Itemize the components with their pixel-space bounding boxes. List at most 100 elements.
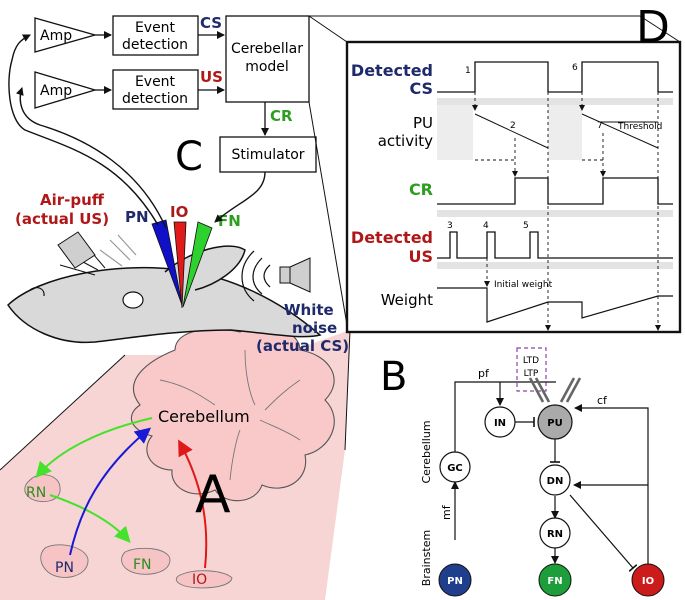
- panel-label-d: D: [636, 2, 670, 53]
- speaker-cone: [289, 257, 311, 293]
- marker-2: 2: [510, 121, 516, 131]
- node-io-label: IO: [642, 576, 654, 587]
- air-puff-lines: [99, 234, 137, 267]
- marker-3: 3: [447, 221, 453, 231]
- node-io: [631, 563, 665, 597]
- initial-weight-label: Initial weight: [494, 280, 553, 290]
- node-in: [484, 406, 516, 438]
- wire-stimulator-to-fn: [214, 171, 266, 223]
- pu-shade-2: [548, 105, 582, 160]
- row-cr-label: CR: [409, 180, 433, 199]
- cerebellar-model-box: [225, 15, 310, 103]
- row-detected-us-line1: Detected: [351, 228, 433, 247]
- wire-pn-to-amp-cs: [8, 34, 159, 226]
- marker-1: 1: [465, 66, 471, 76]
- event-detection-us-line2: detection: [122, 91, 188, 107]
- rat-face: [7, 266, 322, 344]
- network-connections: [451, 381, 649, 572]
- node-pn: [438, 563, 472, 597]
- side-label-cerebellum: Cerebellum: [420, 420, 433, 483]
- air-puff-label-line1: Air-puff: [40, 191, 105, 209]
- separator-band-3: [437, 262, 673, 269]
- separator-band-1: [437, 98, 673, 105]
- fn-electrode-label: FN: [218, 212, 241, 230]
- event-detection-cs-line2: detection: [122, 37, 188, 53]
- fn-region: [121, 547, 171, 575]
- fn-label: FN: [133, 557, 152, 573]
- trace-weight: [437, 287, 673, 323]
- row-pu-activity-line2: activity: [378, 132, 433, 150]
- row-detected-cs-line1: Detected: [351, 61, 433, 80]
- panel-c-circuit: Amp Amp Event detection Event detection …: [8, 14, 317, 229]
- cerebellar-model-line2: model: [245, 59, 289, 75]
- io-label: IO: [192, 572, 207, 588]
- row-weight-label: Weight: [381, 291, 433, 309]
- zoom-line-top: [308, 15, 348, 43]
- amp-cs-triangle: [34, 17, 98, 53]
- sound-waves: [241, 250, 271, 302]
- marker-7: 7: [597, 121, 603, 131]
- pn-label: PN: [55, 560, 74, 576]
- amp-us-label: Amp: [40, 83, 72, 99]
- node-rn: [539, 517, 571, 549]
- fiber-cf-label: cf: [597, 394, 608, 407]
- brain-cut-edge-right: [344, 329, 351, 451]
- amp-cs-label: Amp: [40, 28, 72, 44]
- node-dn: [539, 464, 571, 496]
- pn-electrode-label: PN: [125, 208, 149, 226]
- white-noise-label-line1: White: [284, 301, 334, 319]
- arrow-pn-to-cerebellum: [69, 427, 152, 556]
- zoom-line-corner: [639, 15, 681, 43]
- fiber-pf-label: pf: [478, 367, 490, 380]
- panel-label-a: A: [195, 465, 231, 525]
- cs-signal-label: CS: [200, 14, 222, 32]
- white-noise-label-line3: (actual CS): [256, 337, 349, 355]
- rat-eye: [122, 291, 144, 309]
- arrow-io-to-cerebellum: [178, 439, 208, 569]
- brain-cut-edge-left: [0, 354, 126, 471]
- air-puff-nozzle: [57, 231, 96, 269]
- marker-6: 6: [572, 63, 578, 73]
- trace-pu-ramp-2: [581, 113, 659, 149]
- node-dn-label: DN: [547, 476, 564, 487]
- trace-detected-us: [437, 231, 673, 259]
- panel-d-timing: D 1 2 3 4 5 6 7 Threshol: [308, 2, 682, 334]
- white-noise-label-line2: noise: [292, 319, 337, 337]
- us-signal-label: US: [200, 68, 223, 86]
- ltp-label: LTP: [524, 369, 539, 379]
- air-puff-label-line2: (actual US): [15, 210, 109, 228]
- marker-4: 4: [483, 221, 489, 231]
- rn-label: RN: [26, 485, 46, 501]
- conn-dn-to-io: [569, 494, 638, 572]
- wire-io-to-amp-us: [15, 87, 167, 229]
- panel-label-c: C: [175, 134, 203, 180]
- rat-head: [7, 231, 322, 344]
- event-detection-cs-line1: Event: [135, 20, 176, 36]
- row-detected-us-line2: US: [408, 247, 433, 266]
- conn-pf: [454, 381, 556, 452]
- marker-5: 5: [523, 221, 529, 231]
- node-pu-label: PU: [547, 418, 562, 429]
- ltd-label: LTD: [523, 356, 539, 366]
- plasticity-box: [516, 347, 547, 392]
- pu-dendrites: [528, 377, 582, 403]
- zoom-line-bottom: [308, 101, 348, 326]
- stimulator-box: [219, 136, 317, 173]
- stimulator-label: Stimulator: [231, 147, 304, 163]
- amp-us-triangle: [34, 71, 98, 109]
- panel-b-network: B Cerebellum Brainstem LTD LTP GC IN P: [380, 347, 665, 597]
- row-pu-activity-line1: PU: [413, 114, 433, 132]
- pu-shade-1: [437, 105, 473, 160]
- fiber-mf-label: mf: [440, 504, 453, 520]
- node-gc: [439, 451, 471, 483]
- node-rn-label: RN: [547, 529, 563, 540]
- timing-frame: [345, 40, 682, 334]
- arrow-cerebellum-to-rn: [35, 417, 153, 479]
- speaker: [241, 250, 311, 302]
- separator-band-2: [437, 210, 673, 217]
- node-pn-label: PN: [447, 576, 463, 587]
- node-gc-label: GC: [447, 463, 463, 474]
- node-in-label: IN: [494, 418, 506, 429]
